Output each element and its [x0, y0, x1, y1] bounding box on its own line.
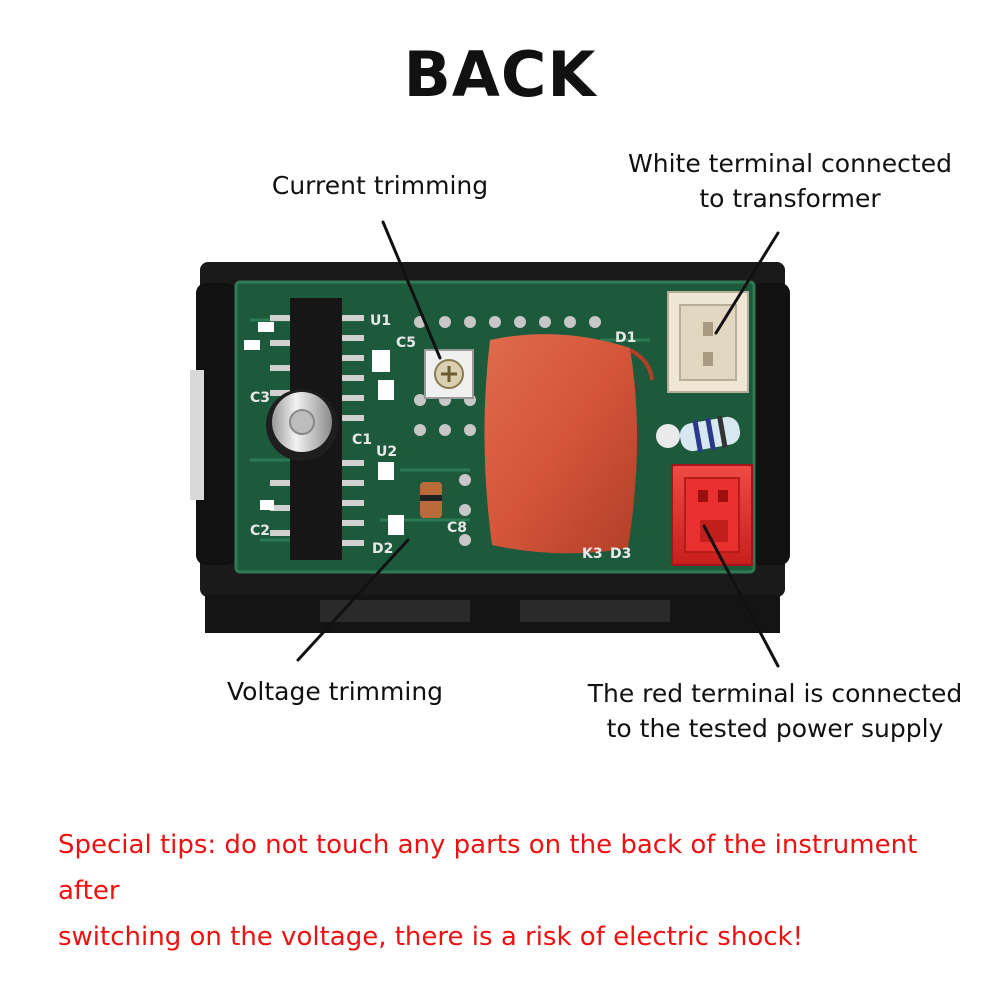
current-trim-potentiometer	[424, 349, 474, 399]
white-terminal-label-line2: to transformer	[699, 184, 881, 213]
red-terminal-label-line2: to the tested power supply	[606, 714, 944, 743]
silk-u1: U1	[370, 313, 391, 329]
safety-tips-line1: Special tips: do not touch any parts on …	[58, 830, 918, 906]
circuit-board: U1 C5 U2 C1 C3 C2 D1 D2 D3 C8 K3	[234, 280, 756, 574]
silk-d1: D1	[615, 330, 636, 346]
current-trimming-pointer	[381, 220, 442, 360]
resistor	[656, 415, 741, 453]
silk-u2: U2	[376, 444, 397, 460]
silk-d3: D3	[610, 546, 631, 562]
white-terminal-connector	[667, 291, 749, 393]
red-terminal-label: The red terminal is connected to the tes…	[560, 676, 990, 746]
voltage-trimming-label: Voltage trimming	[226, 677, 444, 706]
white-terminal-pointer	[714, 231, 780, 335]
red-terminal-connector	[671, 464, 753, 566]
voltage-trimming-pointer	[296, 538, 410, 662]
page-title: BACK	[403, 38, 597, 111]
safety-tips-line2: switching on the voltage, there is a ris…	[58, 922, 803, 952]
current-trimming-label: Current trimming	[271, 171, 489, 200]
callout-lines	[296, 220, 780, 668]
white-terminal-label: White terminal connected to transformer	[600, 146, 980, 216]
white-terminal-label-line1: White terminal connected	[628, 149, 952, 178]
red-terminal-label-line1: The red terminal is connected	[587, 679, 963, 708]
silk-c8: C8	[447, 520, 467, 536]
silk-c5: C5	[396, 335, 416, 351]
safety-tips: Special tips: do not touch any parts on …	[58, 822, 968, 960]
silk-d2: D2	[372, 541, 393, 557]
silk-c3: C3	[250, 390, 270, 406]
silk-c1: C1	[352, 432, 372, 448]
red-terminal-pointer	[702, 524, 780, 668]
silk-k3: K3	[582, 546, 603, 562]
electrolytic-capacitor	[266, 389, 338, 461]
silk-c2: C2	[250, 523, 270, 539]
film-capacitor	[484, 334, 638, 554]
